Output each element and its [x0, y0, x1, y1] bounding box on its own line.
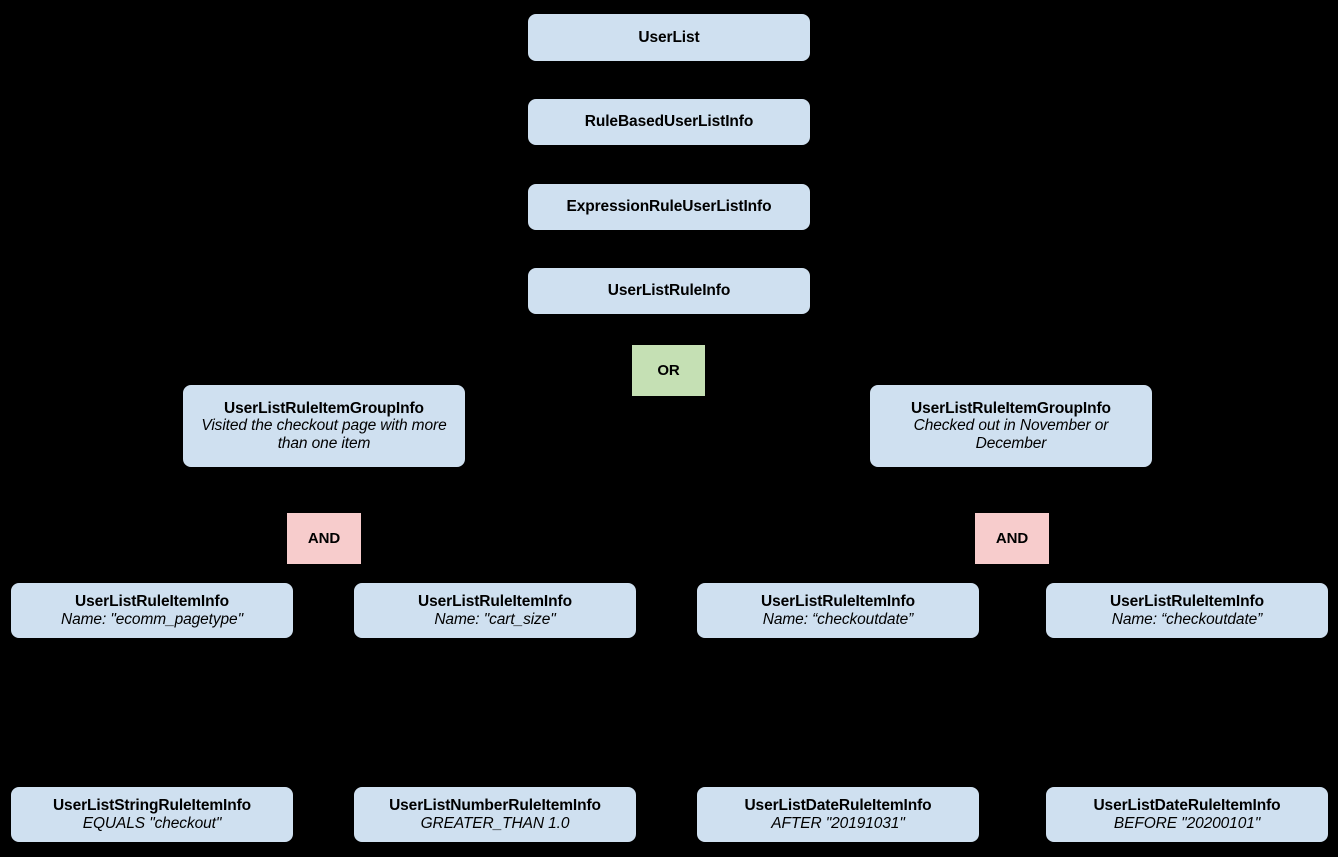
node-title: UserListDateRuleItemInfo [1093, 796, 1281, 814]
node-subtitle: Name: “checkoutdate” [762, 610, 914, 628]
node-rule-based-user-list-info[interactable]: RuleBasedUserListInfo [527, 98, 811, 146]
node-title: AND [995, 529, 1029, 547]
node-user-list-rule-info[interactable]: UserListRuleInfo [527, 267, 811, 315]
node-title: UserListNumberRuleItemInfo [389, 796, 601, 814]
node-subtitle: GREATER_THAN 1.0 [420, 814, 570, 832]
node-subtitle: Visited the checkout page with more than… [201, 417, 447, 452]
node-user-list[interactable]: UserList [527, 13, 811, 62]
node-or-operator[interactable]: OR [631, 344, 706, 397]
node-title: OR [657, 361, 680, 379]
node-and-operator-left[interactable]: AND [286, 512, 362, 565]
edge-group-info-right-to-and-operator-right [1010, 467, 1013, 513]
edge-and-operator-right-to-rule-item-checkoutdate-before [1011, 564, 1188, 583]
node-expression-rule-user-list-info[interactable]: ExpressionRuleUserListInfo [527, 183, 811, 231]
edge-and-operator-right-to-rule-item-checkoutdate-after [837, 564, 1013, 583]
node-title: UserListRuleInfo [607, 282, 731, 300]
node-subtitle: Name: "cart_size" [434, 610, 556, 628]
node-title: UserListRuleItemGroupInfo [911, 399, 1111, 417]
node-subtitle: AFTER "20191031" [771, 814, 905, 832]
node-subtitle: Name: “checkoutdate” [1111, 610, 1263, 628]
node-title: UserListStringRuleItemInfo [52, 796, 252, 814]
node-subtitle: EQUALS "checkout" [82, 814, 222, 832]
node-title: UserList [638, 28, 700, 46]
node-title: UserListRuleItemInfo [1110, 592, 1264, 610]
node-title: UserListDateRuleItemInfo [744, 796, 932, 814]
node-subtitle: BEFORE "20200101" [1113, 814, 1261, 832]
node-title: ExpressionRuleUserListInfo [566, 198, 772, 216]
edge-and-operator-left-to-rule-item-cart-size [323, 564, 496, 583]
node-subtitle: Checked out in November or December [913, 417, 1109, 452]
node-title: UserListRuleItemInfo [761, 592, 915, 610]
node-title: UserListRuleItemGroupInfo [224, 399, 424, 417]
node-title: UserListRuleItemInfo [418, 592, 572, 610]
node-title: AND [307, 529, 341, 547]
node-title: RuleBasedUserListInfo [584, 113, 754, 131]
edge-user-list-rule-info-to-or-operator [667, 314, 670, 345]
node-subtitle: Name: "ecomm_pagetype" [61, 610, 243, 628]
node-and-operator-right[interactable]: AND [974, 512, 1050, 565]
node-title: UserListRuleItemInfo [75, 592, 229, 610]
edge-and-operator-left-to-rule-item-ecomm-pagetype [151, 564, 325, 583]
